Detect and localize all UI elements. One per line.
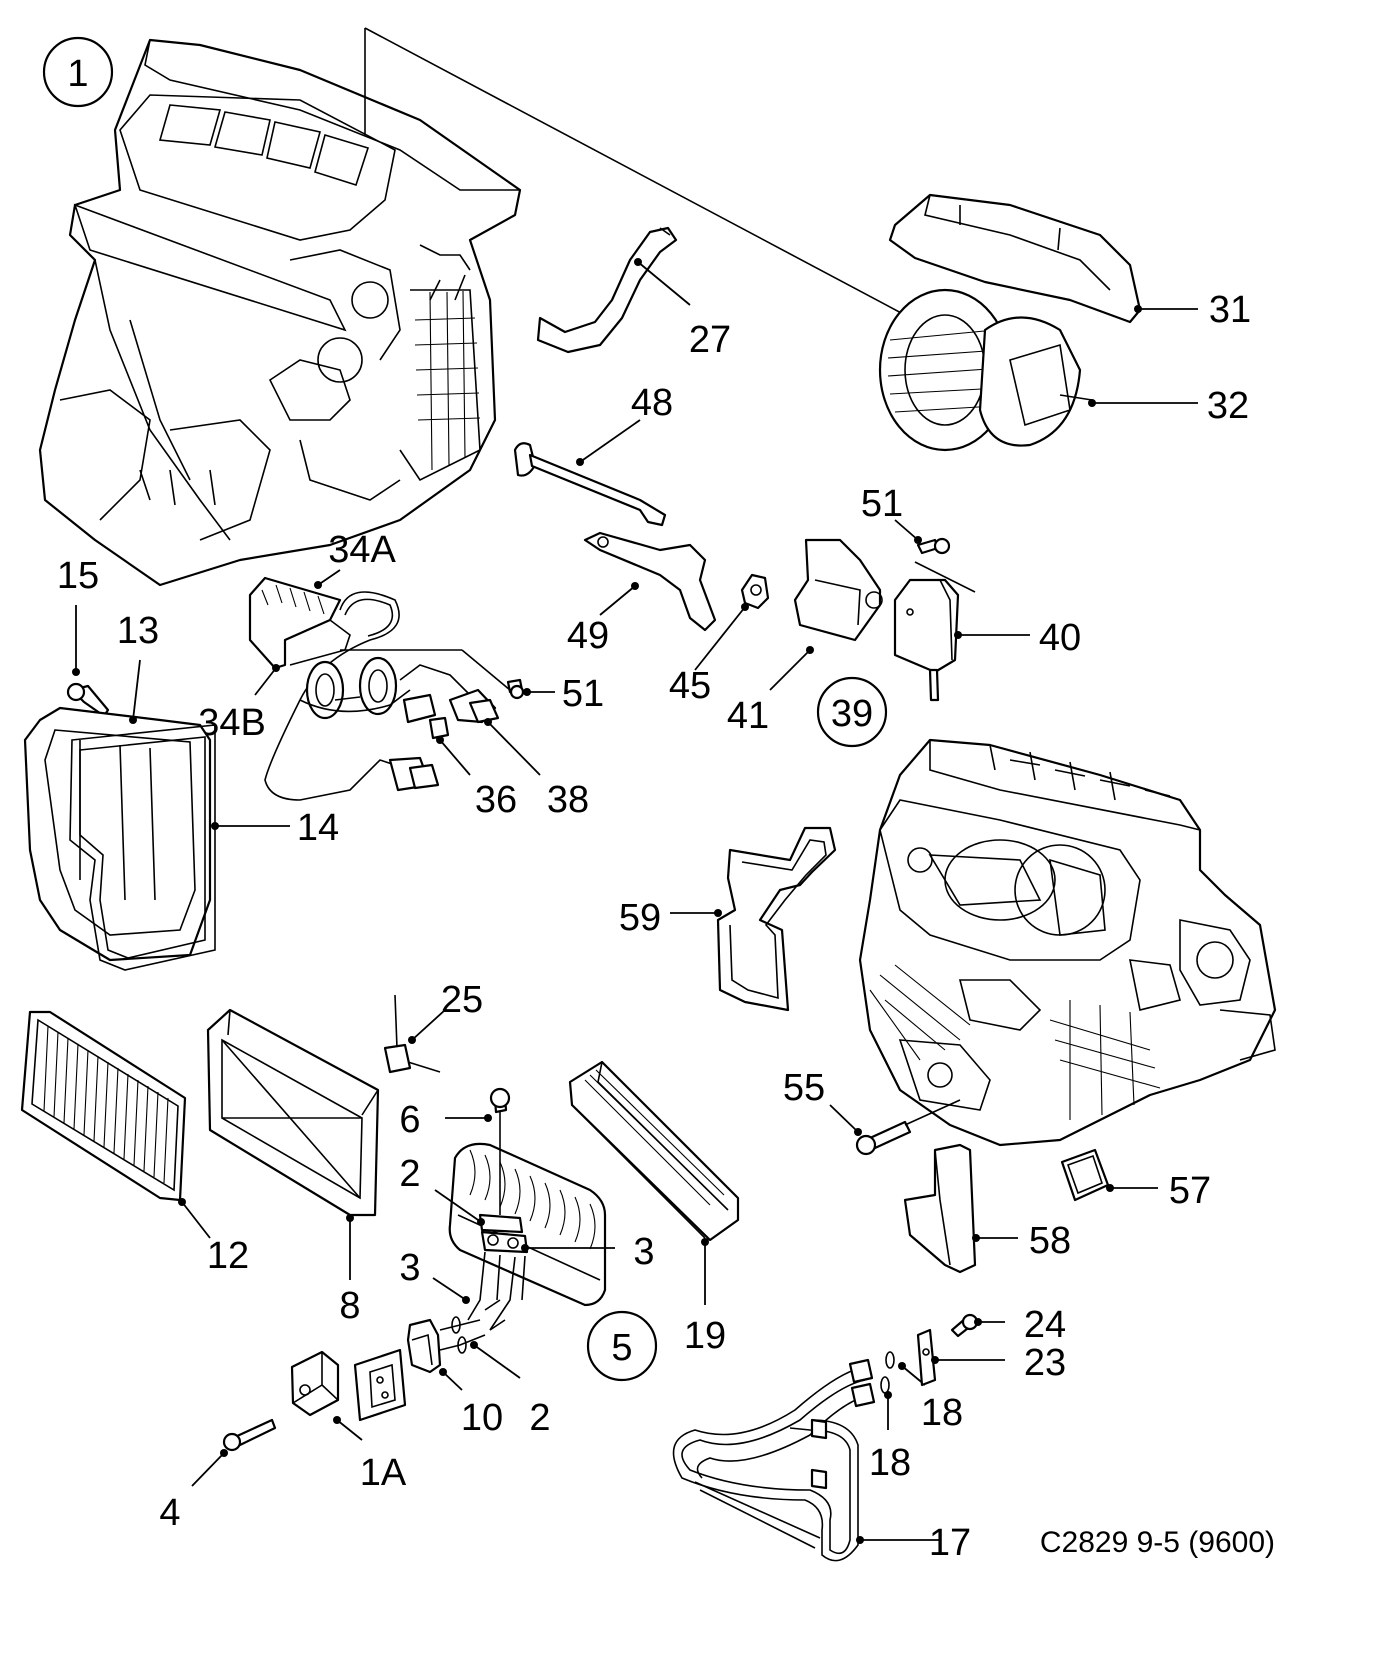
label-4: 4 xyxy=(159,1492,180,1534)
control-rod-part xyxy=(513,442,667,527)
label-25: 25 xyxy=(441,979,483,1021)
bolt-4-part xyxy=(222,1418,277,1452)
gasket-14-part xyxy=(69,724,216,971)
hvac-unit-right-part xyxy=(858,738,1277,1147)
label-1A: 1A xyxy=(360,1452,407,1494)
label-18-lower: 18 xyxy=(869,1442,911,1484)
label-31: 31 xyxy=(1209,289,1251,331)
label-51-middle: 51 xyxy=(562,673,604,715)
label-3-left: 3 xyxy=(399,1247,420,1289)
label-15: 15 xyxy=(57,555,99,597)
drain-hose-part xyxy=(536,226,678,354)
label-57: 57 xyxy=(1169,1170,1211,1212)
blower-resistor-part xyxy=(248,576,351,670)
diagram-code: C2829 9-5 (9600) xyxy=(1040,1526,1275,1559)
clip-part xyxy=(740,573,770,610)
bolt-6-part xyxy=(489,1087,511,1215)
label-17: 17 xyxy=(929,1522,971,1564)
label-27: 27 xyxy=(689,319,731,361)
bolt-55-part xyxy=(855,1099,961,1156)
label-58: 58 xyxy=(1029,1220,1071,1262)
label-13: 13 xyxy=(117,610,159,652)
label-2-upper: 2 xyxy=(399,1153,420,1195)
filter-57-part xyxy=(1060,1148,1110,1202)
duct-58-part xyxy=(903,1143,977,1274)
label-41: 41 xyxy=(727,695,769,737)
filter-frame-8-part xyxy=(206,1008,380,1217)
callout-5-text: 5 xyxy=(611,1327,632,1369)
label-24: 24 xyxy=(1024,1304,1066,1346)
label-10: 10 xyxy=(461,1397,503,1439)
callout-1-text: 1 xyxy=(67,53,88,95)
o-ring-18-part xyxy=(880,1351,895,1394)
label-2-lower: 2 xyxy=(529,1397,550,1439)
bracket-23-part xyxy=(916,1328,937,1387)
refrigerant-pipe-part xyxy=(672,1358,876,1562)
label-14: 14 xyxy=(297,807,339,849)
blower-cover-part xyxy=(888,193,1142,324)
actuator-41-part xyxy=(793,538,883,642)
label-34A: 34A xyxy=(328,529,396,571)
label-34B: 34B xyxy=(198,702,266,744)
filter-19-part xyxy=(568,1060,740,1242)
label-18-upper: 18 xyxy=(921,1392,963,1434)
label-40: 40 xyxy=(1039,617,1081,659)
callout-39-text: 39 xyxy=(831,693,873,735)
screw-51-upper-part xyxy=(916,537,951,555)
control-module-40-part xyxy=(893,578,960,702)
screw-24-part xyxy=(950,1313,979,1338)
label-38: 38 xyxy=(547,779,589,821)
screw-15-part xyxy=(66,682,110,718)
label-59: 59 xyxy=(619,897,661,939)
label-51-upper: 51 xyxy=(861,483,903,525)
evaporator-part xyxy=(448,1142,607,1331)
label-12: 12 xyxy=(207,1235,249,1277)
screw-51-middle-part xyxy=(506,678,525,700)
filter-12-part xyxy=(20,1010,187,1202)
lever-part xyxy=(583,531,717,632)
hvac-housing-part xyxy=(38,38,522,587)
label-49: 49 xyxy=(567,615,609,657)
label-8: 8 xyxy=(339,1285,360,1327)
blower-fan-part xyxy=(878,288,1093,452)
label-48: 48 xyxy=(631,382,673,424)
wiring-harness-part xyxy=(264,591,500,801)
label-6: 6 xyxy=(399,1099,420,1141)
expansion-valve-part xyxy=(290,1299,506,1422)
label-36: 36 xyxy=(475,779,517,821)
label-23: 23 xyxy=(1024,1342,1066,1384)
sensor-25-part xyxy=(383,994,441,1074)
label-55: 55 xyxy=(783,1067,825,1109)
label-3-right: 3 xyxy=(633,1231,654,1273)
callout-1: 1 xyxy=(42,36,114,108)
callout-39: 39 xyxy=(816,676,888,748)
label-19: 19 xyxy=(684,1315,726,1357)
callout-5: 5 xyxy=(586,1310,658,1382)
seal-59-part xyxy=(716,826,837,1012)
label-45: 45 xyxy=(669,665,711,707)
label-32: 32 xyxy=(1207,385,1249,427)
